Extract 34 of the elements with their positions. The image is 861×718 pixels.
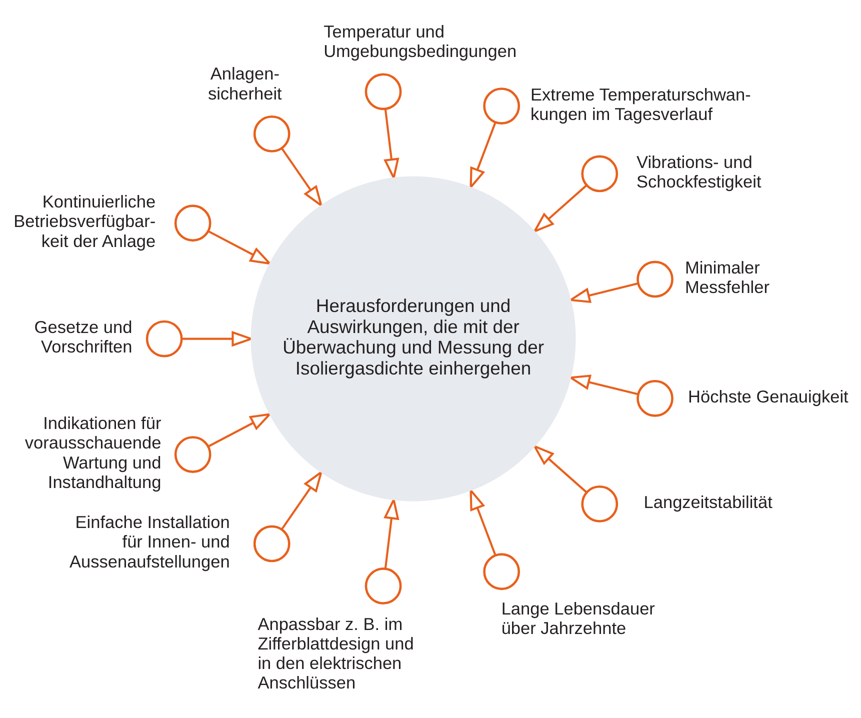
arrow (280, 470, 323, 530)
node-circle (174, 436, 212, 473)
node-label: Lange Lebensdauer über Jahrzehnte (501, 598, 655, 638)
node-circle (253, 115, 290, 152)
node-label: Indikationen für vorausschauende Wartung und Instandhaltung (24, 413, 162, 492)
node-label: Langzeitstabilität (644, 492, 772, 512)
node-circle (253, 525, 290, 562)
node-label: Höchste Genauigkeit (688, 386, 848, 406)
node-circle (174, 204, 212, 242)
node-label: Anlagen- sicherheit (208, 64, 282, 104)
arrow (208, 412, 272, 448)
arrow (470, 488, 496, 556)
arrow (532, 444, 588, 494)
node-label: Minimaler Messfehler (685, 257, 770, 298)
node-label: Kontinuierliche Betriebsverfügbar- keit der Anlage (14, 192, 156, 251)
node-circle (364, 568, 402, 604)
arrow (280, 148, 323, 208)
node-circle (581, 155, 618, 192)
arrow (208, 230, 272, 265)
node-label: Extreme Temperaturschwan- kungen im Tagesverlauf (530, 84, 751, 124)
node-label: Vibrations- und Schockfestigkeit (636, 152, 762, 192)
node-circle (483, 88, 520, 124)
node-label: Einfache Installation für Innen- und Aussenaufstellungen (70, 512, 230, 572)
node-circle (364, 73, 402, 110)
node-circle (483, 553, 520, 590)
node-label: Temperatur und Umgebungsbedingungen (324, 21, 517, 62)
arrow (532, 184, 588, 234)
node-label: Anpassbar z. B. im Zifferblattdesign und in den elektrischen Anschlüssen (258, 614, 414, 693)
node-circle: Herausforderungen und Auswirkungen, die mit der Überwachung und Messung der Isoliergasdichte einhergehen (250, 176, 576, 502)
node-circle (146, 320, 183, 358)
node-label: Gesetze und Vorschriften (34, 317, 132, 357)
node-circle (581, 485, 618, 522)
node-circle (636, 380, 674, 417)
node-circle (636, 260, 674, 298)
